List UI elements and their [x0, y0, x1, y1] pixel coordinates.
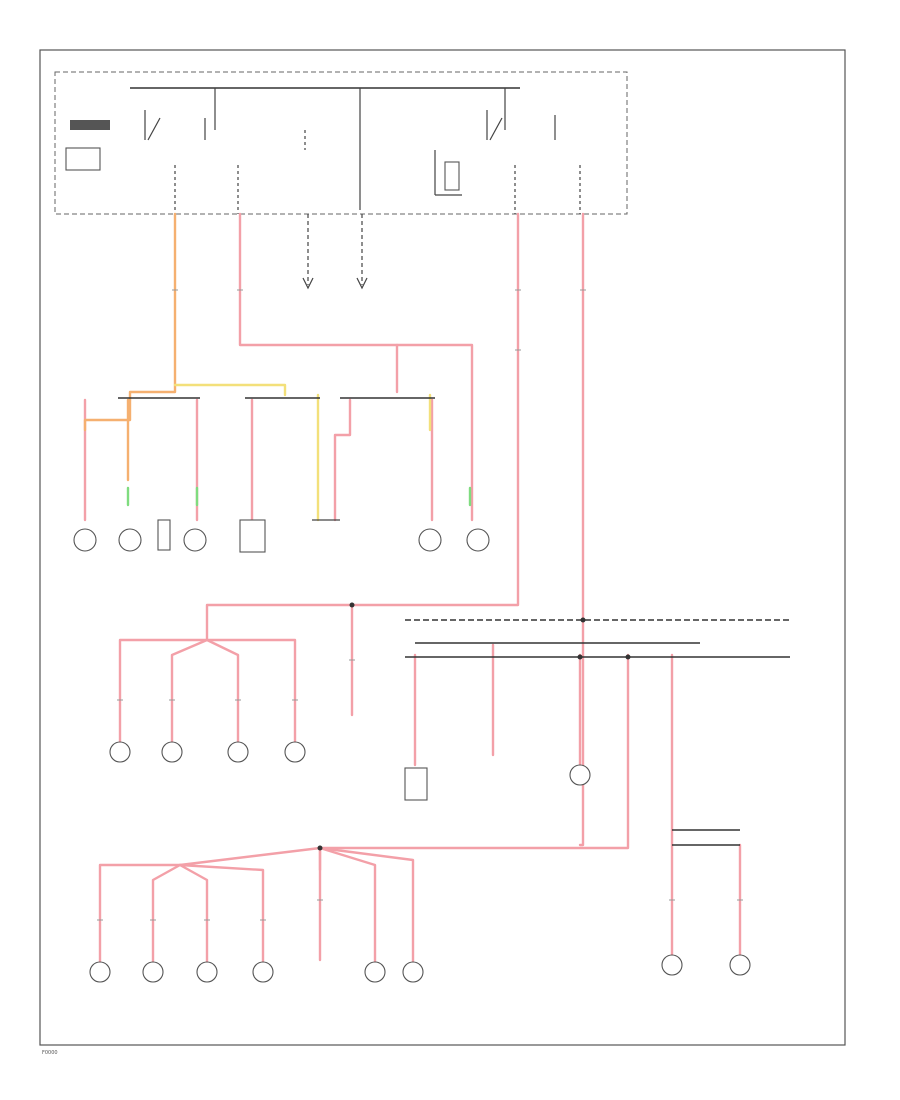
- footer-code: F0000: [42, 1050, 58, 1056]
- output-arrows: [302, 214, 368, 290]
- left-headlamp-low-bulb: [73, 528, 97, 552]
- module-box: [239, 519, 266, 553]
- green-wire-segments: [126, 486, 472, 507]
- rear-lamp-bulbs-row-1: [109, 741, 591, 801]
- switch-contact: [147, 117, 161, 141]
- ground-bus-lines: [118, 397, 790, 851]
- left-marker-bulb: [183, 528, 207, 552]
- pink-wire-network: [83, 212, 742, 967]
- fuse-relay-block: [54, 71, 628, 215]
- right-headlamp-low-bulb: [418, 528, 442, 552]
- relay-coil: [65, 147, 101, 171]
- wire-code-marks: [97, 289, 743, 921]
- right-headlamp-high-bulb: [466, 528, 490, 552]
- left-headlamp-high-bulb: [118, 528, 142, 552]
- rear-lamp-bulbs-row-2: [89, 954, 751, 983]
- diagram-frame: [39, 49, 846, 1046]
- orange-yellow-wires: [83, 212, 432, 522]
- headlamp-components: [73, 519, 490, 553]
